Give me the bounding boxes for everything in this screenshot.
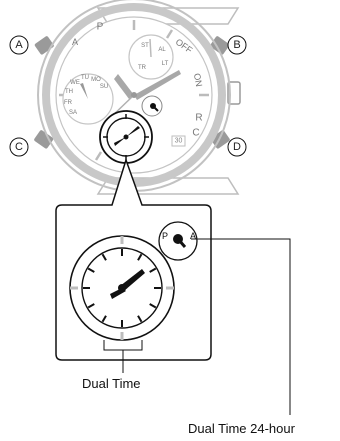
svg-text:C: C xyxy=(15,141,23,153)
svg-text:B: B xyxy=(233,39,240,51)
dual-time-subdial-large xyxy=(69,235,175,341)
crown xyxy=(227,81,241,105)
dial-mark-p: P xyxy=(97,22,104,33)
weekday-subdial: SU MO TU WE TH FR SA xyxy=(62,73,114,125)
dual-time-24h-leader xyxy=(191,238,291,415)
large-subdial-minute-hand xyxy=(120,269,145,291)
top-subdial-label-al: AL xyxy=(158,47,166,53)
pqa-label-p: P xyxy=(162,231,168,241)
dial-mark-on: ON xyxy=(192,72,204,87)
dual-time-label: Dual Time xyxy=(82,376,141,391)
top-subdial-label-tr: TR xyxy=(138,65,147,71)
date-window: 30 xyxy=(171,135,186,147)
watch-lug-bottom xyxy=(96,177,240,195)
main-hands xyxy=(107,70,181,121)
minute-hand xyxy=(134,70,181,100)
watch-top-view: P A OFF ON R C ST AL LT TR SU MO TU xyxy=(9,0,247,195)
date-window-text: 30 xyxy=(175,138,183,145)
top-subdial-label-lt: LT xyxy=(162,61,169,67)
weekday-sa: SA xyxy=(69,110,77,116)
top-subdial-label-st: ST xyxy=(141,43,149,49)
button-label-a: A xyxy=(9,35,29,55)
dial-mark-c: C xyxy=(192,128,199,139)
dual-time-bracket xyxy=(103,340,143,373)
weekday-th: TH xyxy=(65,89,73,95)
dual-time-subdial-small xyxy=(99,110,153,164)
weekday-mo: MO xyxy=(91,77,101,83)
top-subdial: ST AL LT TR xyxy=(128,34,174,80)
side-button-c xyxy=(34,130,54,149)
button-label-c: C xyxy=(9,137,29,157)
weekday-tu: TU xyxy=(81,75,89,81)
large-subdial-ticks xyxy=(70,236,174,340)
weekday-fr: FR xyxy=(64,100,73,106)
pqa-indicator-small xyxy=(141,95,163,117)
watch-lug-top xyxy=(96,7,240,25)
large-subdial-minute-ticks xyxy=(83,249,161,327)
pqa-label-a: A xyxy=(190,231,196,241)
button-label-d: D xyxy=(227,137,247,157)
side-button-b xyxy=(210,36,230,55)
dual-time-24h-label: Dual Time 24-hour xyxy=(188,421,296,436)
button-label-b: B xyxy=(227,35,247,55)
pqa-indicator-large: P A xyxy=(158,221,198,261)
weekday-hand xyxy=(80,83,88,99)
svg-text:D: D xyxy=(233,141,241,153)
weekday-su: SU xyxy=(100,84,108,90)
dial-mark-r: R xyxy=(195,113,202,124)
weekday-we: WE xyxy=(70,80,80,86)
hour-hand xyxy=(114,74,134,99)
zoom-callout: P A xyxy=(55,157,212,373)
dial-mark-a: A xyxy=(72,37,78,47)
svg-text:A: A xyxy=(15,39,23,51)
